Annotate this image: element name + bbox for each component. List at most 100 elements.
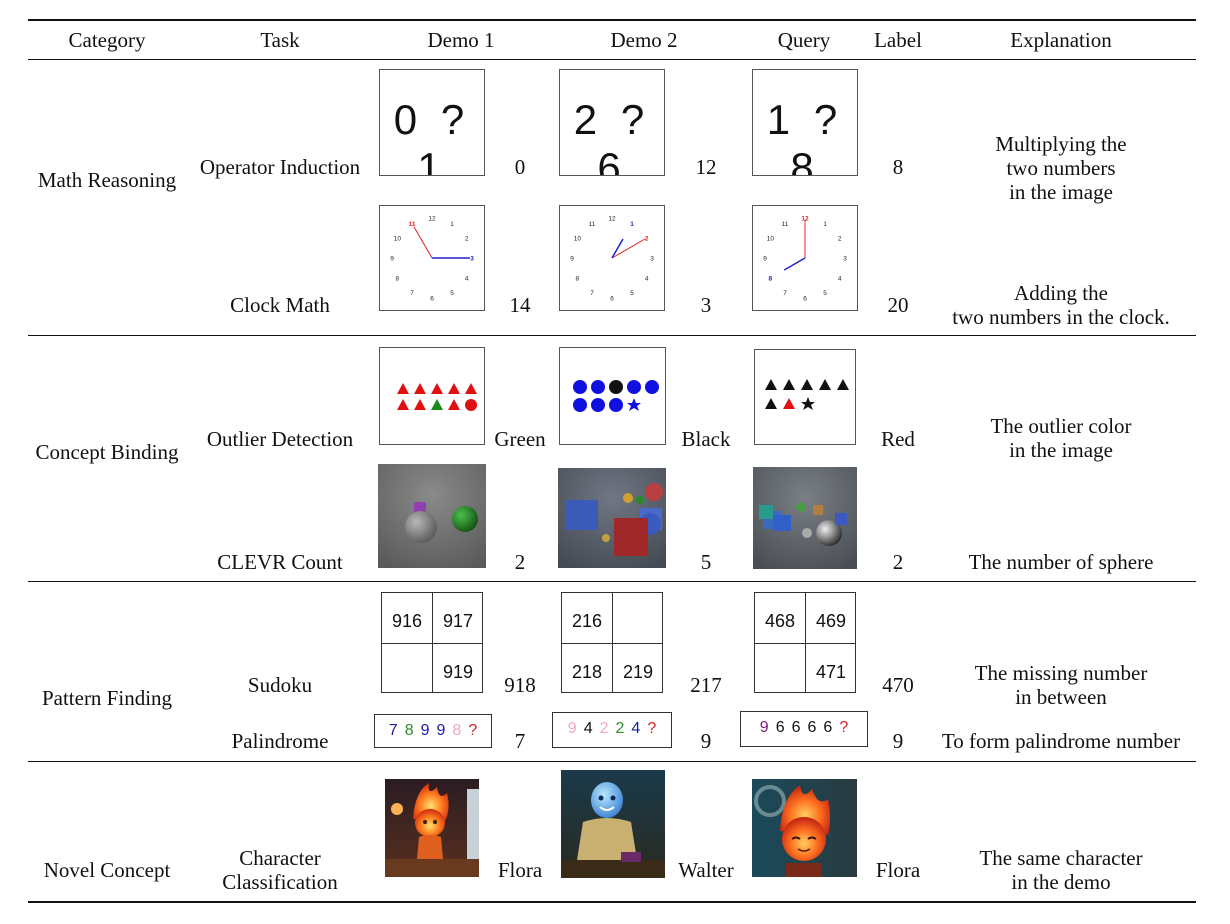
operator-demo2-text: 2 ? 6 [573, 96, 651, 176]
category-novel-concept: Novel Concept [43, 858, 171, 882]
clevr-explanation-1: The number of sphere [968, 550, 1154, 574]
palindrome-digit: 9 [436, 722, 446, 739]
clock-numeral: 10 [574, 236, 582, 243]
outlier-demo2-image [559, 347, 666, 445]
table [561, 860, 665, 878]
clevr-label: 2 [892, 550, 904, 574]
gray-sphere [405, 511, 437, 543]
collar [786, 863, 822, 877]
palindrome-demo1-answer: 7 [514, 729, 526, 753]
section-rule [28, 335, 1196, 336]
character-demo1-image [385, 779, 479, 877]
task-character-classification-1: Character [239, 846, 321, 870]
green-sphere [636, 496, 644, 504]
sudoku-demo2-answer: 217 [690, 673, 722, 697]
clock-numeral: 10 [394, 236, 402, 243]
operator-label: 8 [892, 155, 904, 179]
palindrome-digit: 6 [775, 719, 785, 736]
task-palindrome: Palindrome [231, 729, 329, 753]
clock-numeral: 5 [823, 290, 827, 297]
clock-numeral: 12 [801, 216, 809, 223]
green-sphere [452, 506, 478, 532]
clevr-query-scene [753, 467, 857, 569]
teal-cube [759, 505, 773, 519]
palindrome-digit: ? [647, 720, 657, 737]
character-demo1-illustration [385, 779, 479, 877]
operator-explanation-3: in the image [1009, 180, 1113, 204]
outlier-green-triangle [431, 399, 443, 410]
clevr-demo1-answer: 2 [514, 550, 526, 574]
clock-hand [783, 257, 806, 271]
clock-numeral: 3 [650, 256, 654, 263]
clevr-query-image [753, 467, 857, 569]
palindrome-digit: 4 [583, 720, 593, 737]
operator-query-image: 1 ? 8 [752, 69, 858, 176]
side-figure [467, 789, 479, 859]
character-demo2-answer: Walter [678, 858, 734, 882]
sudoku-cell: 916 [391, 611, 423, 631]
top-rule [28, 19, 1196, 21]
clock-numeral: 11 [589, 221, 596, 228]
clock-numeral: 6 [610, 296, 614, 303]
character-label: Flora [875, 858, 921, 882]
clock-numeral: 7 [783, 290, 787, 297]
triangle-shape [819, 379, 831, 390]
sudoku-cell: 468 [764, 611, 796, 631]
clock-label: 20 [887, 293, 909, 317]
star-shape [801, 397, 815, 410]
sudoku-query-grid: 468 469 471 [754, 592, 856, 693]
character-demo1-answer: Flora [497, 858, 543, 882]
blue-cube [835, 513, 847, 525]
triangle-shape [431, 383, 443, 394]
character-explanation-2: in the demo [1011, 870, 1111, 894]
table [385, 859, 479, 877]
outlier-demo2-answer: Black [681, 427, 731, 451]
outlier-black-circle [609, 380, 623, 394]
clock-numeral: 3 [843, 256, 847, 263]
character-demo2-illustration [561, 770, 665, 878]
header-rule [28, 59, 1196, 60]
triangle-shape [801, 379, 813, 390]
clock-numeral: 9 [390, 256, 394, 263]
sudoku-cell: 219 [622, 662, 654, 682]
palindrome-digit: ? [468, 722, 478, 739]
operator-demo2-image: 2 ? 6 [559, 69, 665, 176]
clock-numeral: 11 [782, 221, 789, 228]
character-query-illustration [752, 779, 857, 877]
section-rule [28, 581, 1196, 582]
clevr-demo1-image [378, 464, 486, 568]
palindrome-digit: 9 [420, 722, 430, 739]
palindrome-digit: 8 [452, 722, 462, 739]
clevr-demo2-answer: 5 [700, 550, 712, 574]
triangle-shape [765, 379, 777, 390]
clock-numeral: 6 [803, 296, 807, 303]
palindrome-digit: 7 [388, 722, 398, 739]
clock-demo2-answer: 3 [700, 293, 712, 317]
clock-numeral: 2 [465, 236, 469, 243]
task-character-classification-2: Classification [222, 870, 338, 894]
clock-numeral: 4 [838, 276, 842, 283]
sudoku-cell: 469 [815, 611, 847, 631]
operator-query-text: 1 ? 8 [766, 96, 844, 176]
category-math-reasoning: Math Reasoning [37, 168, 177, 192]
outlier-red-triangle [783, 398, 795, 409]
sudoku-label: 470 [882, 673, 914, 697]
header-task: Task [260, 28, 300, 52]
triangle-shape [448, 399, 460, 410]
palindrome-digit: 2 [599, 720, 609, 737]
clock-numeral: 7 [590, 290, 594, 297]
box [621, 852, 641, 862]
clock-numeral: 4 [645, 276, 649, 283]
header-demo1: Demo 1 [427, 28, 495, 52]
clock-numeral: 7 [410, 290, 414, 297]
clock-numeral: 5 [630, 290, 634, 297]
clock-explanation-2: two numbers in the clock. [952, 305, 1170, 329]
clock-numeral: 6 [430, 296, 434, 303]
character-demo2-image [561, 770, 665, 878]
header-explanation: Explanation [1010, 28, 1112, 52]
triangle-shape [397, 383, 409, 394]
circle-shape [591, 380, 605, 394]
